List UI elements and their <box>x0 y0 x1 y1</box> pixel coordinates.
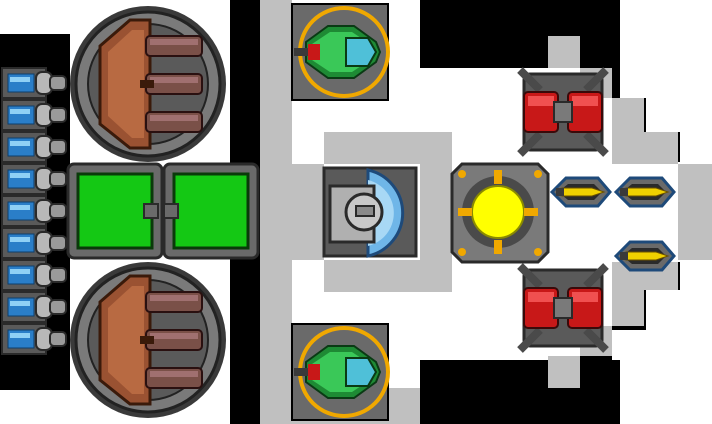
cannon-turret-icon[interactable] <box>68 260 228 420</box>
hull-black-top-right <box>420 0 620 68</box>
laser-battery-icon[interactable] <box>520 70 606 154</box>
fighter-bay-icon[interactable] <box>290 322 390 422</box>
shield-dome-icon[interactable] <box>322 166 418 258</box>
hull-black-bottom-right <box>420 360 620 424</box>
thruster-column <box>1 67 67 355</box>
cargo-bay-icon[interactable] <box>162 162 260 260</box>
missile-pod-icon[interactable] <box>550 176 612 208</box>
laser-battery-icon[interactable] <box>520 266 606 350</box>
missile-pod-icon[interactable] <box>614 176 676 208</box>
cannon-turret-icon[interactable] <box>68 4 228 164</box>
reactor-core-icon[interactable] <box>450 162 550 264</box>
fighter-bay-icon[interactable] <box>290 2 390 102</box>
cargo-bay-icon[interactable] <box>66 162 164 260</box>
missile-pod-icon[interactable] <box>614 240 676 272</box>
